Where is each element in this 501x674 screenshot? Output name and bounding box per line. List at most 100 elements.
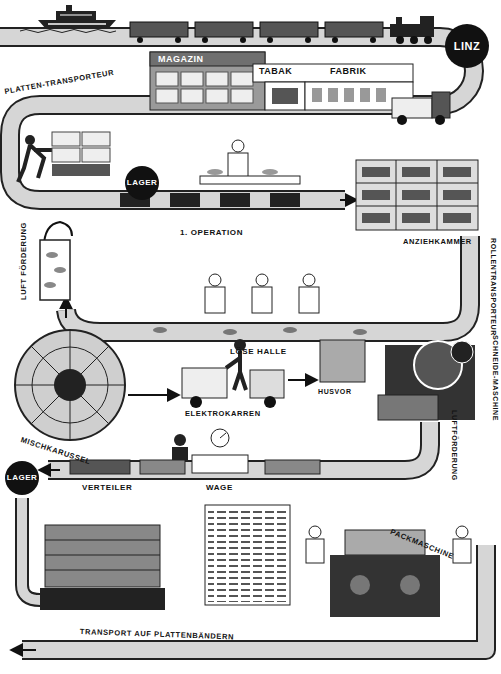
factory-building-art [312, 88, 322, 102]
conditioning-chamber [362, 213, 390, 223]
lower-machine [40, 525, 165, 610]
conveyor-band [0, 37, 486, 650]
packing-machine-art [400, 575, 420, 595]
cargo-ship [20, 5, 116, 33]
air-conveyor-tube [40, 240, 70, 300]
station-label: PLATTEN-TRANSPORTEUR [4, 69, 115, 96]
freight-train [396, 17, 402, 25]
badge-circle [445, 24, 489, 68]
factory-building-art [206, 72, 228, 86]
station-label: SCHNEIDE-MASCHINE [492, 335, 499, 421]
loosening-workers [256, 274, 268, 286]
conditioning-chamber [443, 190, 471, 200]
conditioning-chamber [443, 213, 471, 223]
loosening-workers [252, 287, 272, 313]
packet-stack [205, 505, 290, 605]
freight-train [137, 37, 143, 43]
badge-label: LINZ [444, 23, 490, 69]
packing-machine-art [306, 539, 324, 563]
cargo-ship [48, 23, 106, 25]
building-sign: TABAK [259, 67, 292, 76]
packing-machine-art [309, 526, 321, 538]
factory-building-art [181, 72, 203, 86]
sack-worker [25, 135, 35, 145]
station-label: ROLLENTRANSPORTEUR [490, 238, 497, 336]
conditioning-chamber [356, 183, 478, 184]
factory-building-art [360, 88, 370, 102]
packing-machine-art [306, 526, 471, 617]
loosening-workers [223, 329, 237, 335]
sack-worker [52, 164, 110, 176]
conditioning-chamber [402, 167, 430, 177]
factory-building-art [150, 52, 265, 66]
freight-train [195, 22, 253, 37]
tobacco-truck [392, 92, 450, 125]
distributor-row [140, 460, 185, 474]
station-label: LUFTFÖRDERUNG [451, 410, 458, 481]
cargo-ship [60, 15, 92, 16]
cutting-machine [378, 395, 438, 420]
distributor-row [174, 434, 186, 446]
mixing-carousel [15, 330, 125, 440]
factory-building-art [376, 88, 386, 102]
freight-train [260, 22, 318, 37]
packing-machine-art [350, 575, 370, 595]
packet-stack [208, 508, 287, 602]
conveyor-band [22, 498, 40, 600]
conditioning-chamber [362, 167, 390, 177]
freight-train [410, 36, 418, 44]
sorting-table [228, 153, 248, 177]
freight-train [130, 22, 188, 37]
factory-building: MAGAZIN TABAK FABRIK [150, 52, 413, 110]
mixing-carousel [54, 369, 86, 401]
factory-building-art [328, 88, 338, 102]
lower-machine [45, 555, 160, 556]
sorting-table [262, 169, 278, 175]
distributor-row [70, 429, 320, 474]
freight-train [396, 36, 404, 44]
store-badge: LAGER [4, 460, 40, 496]
cutting-machine [451, 341, 473, 363]
flow-arrow [340, 199, 356, 201]
station-label: LÖSE HALLE [230, 348, 287, 356]
station-label: ANZIEHKAMMER [403, 238, 472, 246]
sack-worker [82, 132, 110, 146]
packing-machine-art [456, 526, 468, 538]
lower-machine [45, 570, 160, 571]
freight-train [267, 37, 273, 43]
distributor-row [220, 433, 226, 438]
freight-train [332, 37, 338, 43]
packing-machine-art [330, 555, 440, 617]
cargo-ship [66, 5, 72, 12]
building-sign: MAGAZIN [158, 55, 204, 64]
air-conveyor-tube [46, 252, 58, 258]
sorting-table [207, 169, 223, 175]
factory-building-art [156, 89, 178, 103]
distributor-row [211, 429, 229, 447]
freight-train [325, 22, 383, 37]
electric-cart [264, 396, 276, 408]
loosening-workers [353, 329, 367, 335]
distributor-row [172, 447, 188, 461]
badge-label: LAGER [4, 460, 40, 496]
flow-arrow [128, 394, 178, 396]
conditioning-chamber [356, 206, 478, 207]
station-label: TRANSPORT AUF PLATTENBÄNDERN [80, 628, 234, 641]
conditioning-chamber [402, 213, 430, 223]
factory-building-art [265, 82, 305, 110]
storage-bin [320, 340, 365, 382]
air-conveyor-tube [44, 282, 56, 288]
factory-building-art [231, 72, 253, 86]
conveyor-band [22, 498, 40, 600]
freight-train [370, 37, 376, 43]
mixing-carousel [31, 346, 109, 424]
tobacco-truck [435, 115, 445, 125]
freight-train [240, 37, 246, 43]
conditioning-chamber [443, 167, 471, 177]
sorting-table [200, 176, 300, 184]
conditioning-chamber [356, 160, 478, 230]
tobacco-truck [392, 98, 432, 118]
sack-worker [82, 148, 110, 162]
building-sign: FABRIK [330, 67, 367, 76]
